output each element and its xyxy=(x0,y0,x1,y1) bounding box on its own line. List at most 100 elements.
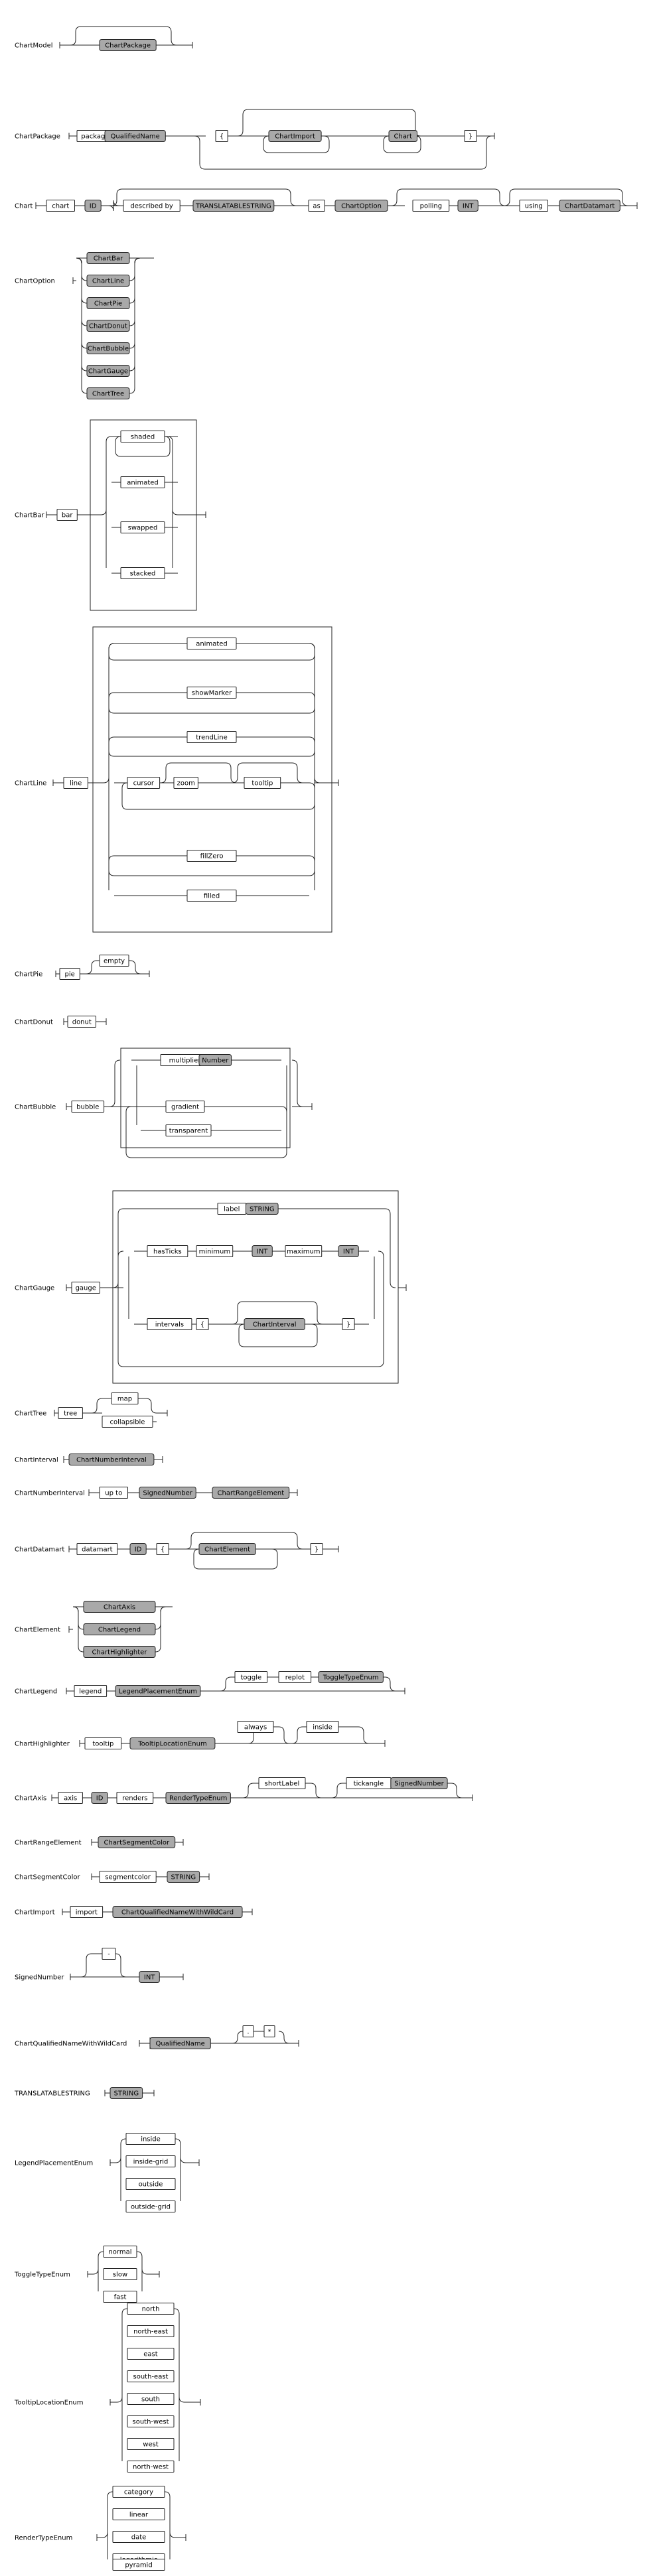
nonterminal-number: Number xyxy=(198,1054,232,1066)
terminal-box xyxy=(127,2415,175,2427)
rail-segment xyxy=(108,855,315,876)
terminal-label: fillZero xyxy=(200,853,224,860)
terminal-box xyxy=(308,200,325,212)
nonterminal-chartoption: ChartOption xyxy=(334,200,388,212)
terminal-label: animated xyxy=(127,480,159,487)
rail-segment xyxy=(358,1726,370,1744)
terminal-box xyxy=(56,509,78,521)
terminal-filled: filled xyxy=(186,890,237,902)
terminal-inside: inside xyxy=(125,2133,176,2145)
nonterminal-label: INT xyxy=(144,1974,155,1982)
nonterminal-legendplacementenum: LegendPlacementEnum xyxy=(115,1685,201,1697)
rule-name: ToggleTypeEnum xyxy=(14,2271,70,2279)
nonterminal-label: STRING xyxy=(250,1206,275,1213)
nonterminal-label: Number xyxy=(202,1057,229,1065)
nonterminal-box xyxy=(165,1792,231,1804)
nonterminal-box xyxy=(99,39,157,51)
terminal-shaded: shaded xyxy=(120,431,165,442)
nonterminal-chartdonut: ChartDonut xyxy=(86,320,130,332)
nonterminal-box xyxy=(388,130,417,142)
terminal-box xyxy=(84,1737,122,1749)
terminal-polling: polling xyxy=(412,200,450,212)
terminal-fast: fast xyxy=(103,2291,137,2303)
terminal-slow: slow xyxy=(103,2268,137,2280)
rule-name: ChartPie xyxy=(15,971,42,979)
terminal-box xyxy=(112,2486,165,2498)
terminal-shortlabel: shortLabel xyxy=(258,1777,306,1789)
terminal-label: filled xyxy=(204,893,220,900)
nonterminal-box xyxy=(86,275,130,287)
terminal-label: tickangle xyxy=(354,1781,384,1788)
rule-name: ChartDonut xyxy=(15,1019,53,1026)
terminal-bar: bar xyxy=(56,509,78,521)
rail-segment xyxy=(111,188,123,206)
terminal-label: south-east xyxy=(133,2374,169,2381)
nonterminal-box xyxy=(110,2087,143,2099)
rule-name: SignedNumber xyxy=(15,1974,64,1982)
terminal-box xyxy=(165,1124,212,1136)
nonterminal-label: SignedNumber xyxy=(394,1781,444,1788)
group-box xyxy=(92,626,332,933)
terminal-box xyxy=(196,1318,209,1330)
terminal-label: multiplier xyxy=(169,1057,202,1065)
rail-segment xyxy=(504,188,516,206)
nonterminal-label: SignedNumber xyxy=(143,1490,192,1497)
nonterminal-chart: Chart xyxy=(388,130,417,142)
nonterminal-string: STRING xyxy=(167,1871,200,1883)
terminal-box xyxy=(99,955,129,967)
rule-name: ChartInterval xyxy=(15,1457,58,1464)
terminal-label: gauge xyxy=(76,1285,96,1292)
rail-segment xyxy=(115,1953,127,1978)
terminal-label: datamart xyxy=(82,1546,113,1554)
terminal-renders: renders xyxy=(116,1792,154,1804)
rail-segment xyxy=(108,736,315,757)
terminal-label: minimum xyxy=(199,1249,230,1256)
terminal-up-to: up to xyxy=(99,1487,128,1499)
terminal-outside: outside xyxy=(125,2178,176,2190)
terminal-gradient: gradient xyxy=(165,1101,205,1113)
terminal-inside-grid: inside-grid xyxy=(125,2155,176,2167)
terminal-box xyxy=(63,777,88,789)
rail-segment xyxy=(291,762,303,783)
terminal-north-west: north-west xyxy=(127,2461,175,2473)
terminal-label: always xyxy=(244,1724,267,1731)
nonterminal-box xyxy=(192,200,275,212)
nonterminal-int: INT xyxy=(252,1245,273,1257)
terminal-label: * xyxy=(268,2029,271,2036)
terminal-label: stacked xyxy=(130,571,156,578)
terminal-normal: normal xyxy=(103,2246,137,2258)
terminal-stacked: stacked xyxy=(120,567,165,579)
terminal-box xyxy=(263,2025,275,2037)
terminal-label: category xyxy=(124,2489,153,2496)
rail-segment xyxy=(409,109,421,137)
terminal-box xyxy=(464,130,477,142)
nonterminal-label: ChartDonut xyxy=(89,323,127,330)
group-box xyxy=(112,1190,399,1384)
terminal-label: label xyxy=(217,1203,246,1215)
rule-name: ChartLegend xyxy=(15,1688,57,1696)
terminal-box xyxy=(46,200,75,212)
terminal-close-brace: } xyxy=(310,1543,323,1555)
rail-segment xyxy=(72,1606,84,1653)
terminal-label: } xyxy=(315,1546,319,1554)
rail-segment xyxy=(220,1676,232,1692)
nonterminal-chartpie: ChartPie xyxy=(86,297,130,309)
nonterminal-qualifiedname: QualifiedName xyxy=(149,2037,211,2049)
rail-segment xyxy=(242,1783,254,1798)
rail-segment xyxy=(108,643,315,661)
rail-segment xyxy=(70,26,82,46)
nonterminal-qualifiedname: QualifiedName xyxy=(104,130,166,142)
terminal-axis: axis xyxy=(58,1792,83,1804)
nonterminal-chartdatamart: ChartDatamart xyxy=(559,200,620,212)
terminal-box xyxy=(244,777,281,789)
terminal-swapped: swapped xyxy=(120,521,165,533)
terminal-label: using xyxy=(525,203,543,210)
nonterminal-label: RenderTypeEnum xyxy=(169,1795,227,1802)
terminal-showmarker: showMarker xyxy=(186,687,237,699)
terminal-box xyxy=(99,1487,128,1499)
rule-name: ChartImport xyxy=(15,1909,55,1917)
nonterminal-box xyxy=(104,130,166,142)
nonterminal-label: ChartInterval xyxy=(253,1322,297,1329)
terminal-south: south xyxy=(127,2393,175,2405)
nonterminal-box xyxy=(268,130,322,142)
